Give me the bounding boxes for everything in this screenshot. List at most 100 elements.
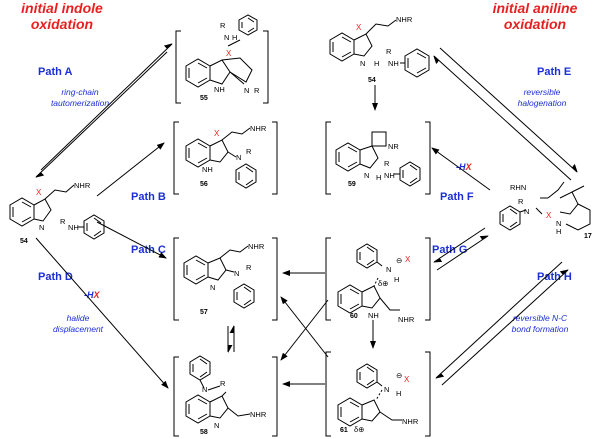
path-f-label: Path F: [440, 191, 474, 203]
note-e-line2: halogenation: [518, 98, 567, 108]
nhr-label-58: NHR: [250, 410, 267, 419]
note-d-line1: halide: [67, 313, 90, 323]
nhr-label-57: NHR: [248, 242, 265, 251]
arrow-e-forward: [439, 47, 578, 173]
nh-label-59: NH: [384, 171, 395, 180]
nhr-label-54-left: NHR: [74, 181, 91, 190]
bracket-55: [175, 30, 269, 104]
heading-indole-line1: initial indole: [21, 0, 103, 16]
n-label-54-left: N: [39, 223, 44, 232]
n-label-56: N: [236, 153, 241, 162]
structure-61: [337, 363, 402, 427]
structure-58: [185, 355, 251, 424]
n-label-57b: N: [234, 269, 239, 278]
n-label-58b: N: [214, 421, 219, 430]
heading-aniline-line2: oxidation: [504, 16, 566, 32]
structure-54-left: [9, 184, 105, 240]
bracket-58: [173, 356, 278, 437]
arrow-61-57: [280, 296, 329, 358]
arrow-60-58: [280, 299, 329, 361]
h-label-61: H: [396, 389, 401, 398]
nhr-label-60: NHR: [398, 315, 415, 324]
arrow-a-back: [35, 51, 168, 178]
n-label-60: N: [386, 265, 391, 274]
bracket-59: [325, 121, 431, 195]
path-e-label: Path E: [537, 66, 571, 78]
note-a-line1: ring-chain: [61, 87, 99, 97]
x-label-56: X: [214, 129, 220, 138]
n-label-17b: N: [556, 219, 561, 228]
heading-aniline-line1: initial aniline: [493, 0, 578, 16]
h-label-59: H: [376, 173, 381, 182]
arrow-h-back: [441, 269, 569, 386]
arrow-f: [431, 147, 491, 191]
h-label-60: H: [394, 275, 399, 284]
n-label-61: N: [384, 385, 389, 394]
r-label-59: R: [384, 159, 390, 168]
bracket-57: [173, 237, 278, 321]
bracket-61: [325, 351, 431, 437]
arrow-a-forward: [40, 43, 173, 171]
compound-60: 60: [350, 313, 358, 320]
bracket-60: [325, 237, 431, 321]
structure-54-top: [329, 19, 430, 78]
structure-56: [185, 127, 257, 189]
nh-label-54-left: NH: [68, 223, 79, 232]
x-label-61: X: [404, 375, 410, 384]
n-label-54-top: N: [360, 59, 365, 68]
path-g-label: Path G: [432, 244, 467, 256]
n-label-57: N: [210, 283, 215, 292]
note-h-line1: reversible N-C: [513, 313, 568, 323]
compound-59: 59: [348, 181, 356, 188]
n-label-55: N: [224, 33, 229, 42]
r-label-54-top: R: [386, 47, 392, 56]
r-label-55: R: [220, 21, 226, 30]
h-label-17: H: [556, 227, 561, 236]
compound-55: 55: [200, 95, 208, 102]
n-label-59: N: [364, 171, 369, 180]
arrow-g-back: [436, 235, 489, 271]
minus-label-61: ⊖: [396, 371, 402, 380]
note-d-line2: displacement: [53, 324, 104, 334]
nhr-label-54-top: NHR: [396, 15, 413, 24]
rhn-label-17: RHN: [510, 183, 526, 192]
path-c-label: Path C: [131, 244, 166, 256]
delta-label-61: δ⊕: [354, 425, 364, 434]
nh-label-56: NH: [202, 165, 213, 174]
compound-61: 61: [340, 427, 348, 434]
x-label-54-top: X: [356, 23, 362, 32]
compound-54-top: 54: [368, 77, 376, 84]
nr-label-59: NR: [388, 142, 399, 151]
path-b-label: Path B: [131, 191, 166, 203]
compound-17: 17: [584, 233, 592, 240]
structure-59: [335, 131, 421, 187]
arrow-c: [96, 221, 167, 259]
x-label-60: X: [405, 255, 411, 264]
r-label-17: R: [518, 197, 524, 206]
note-a-line2: tautomerization: [51, 98, 109, 108]
nhr-label-61: NHR: [402, 417, 419, 426]
path-d-label: Path D: [38, 271, 73, 283]
h-label-55: H: [232, 33, 237, 42]
r-label-54-left: R: [60, 217, 66, 226]
n-label-55b: N: [244, 86, 249, 95]
n-label-58: N: [202, 385, 207, 394]
arrow-b: [96, 142, 165, 197]
path-a-label: Path A: [38, 66, 72, 78]
x-label-54-left: X: [36, 188, 42, 197]
arrow-h-forward: [435, 261, 563, 379]
compound-58: 58: [200, 429, 208, 436]
nh-label-60: NH: [368, 311, 379, 320]
x-label-17: X: [546, 211, 552, 220]
nhr-label-56: NHR: [250, 124, 267, 133]
structure-60: [337, 243, 400, 314]
structure-17: [499, 181, 591, 231]
h-label-54-top: H: [374, 59, 379, 68]
heading-indole-line2: oxidation: [31, 16, 93, 32]
nh-label-55: NH: [214, 85, 225, 94]
arrow-e-back: [433, 55, 572, 181]
compound-54-left: 54: [20, 238, 28, 245]
n-label-17: N: [524, 207, 529, 216]
